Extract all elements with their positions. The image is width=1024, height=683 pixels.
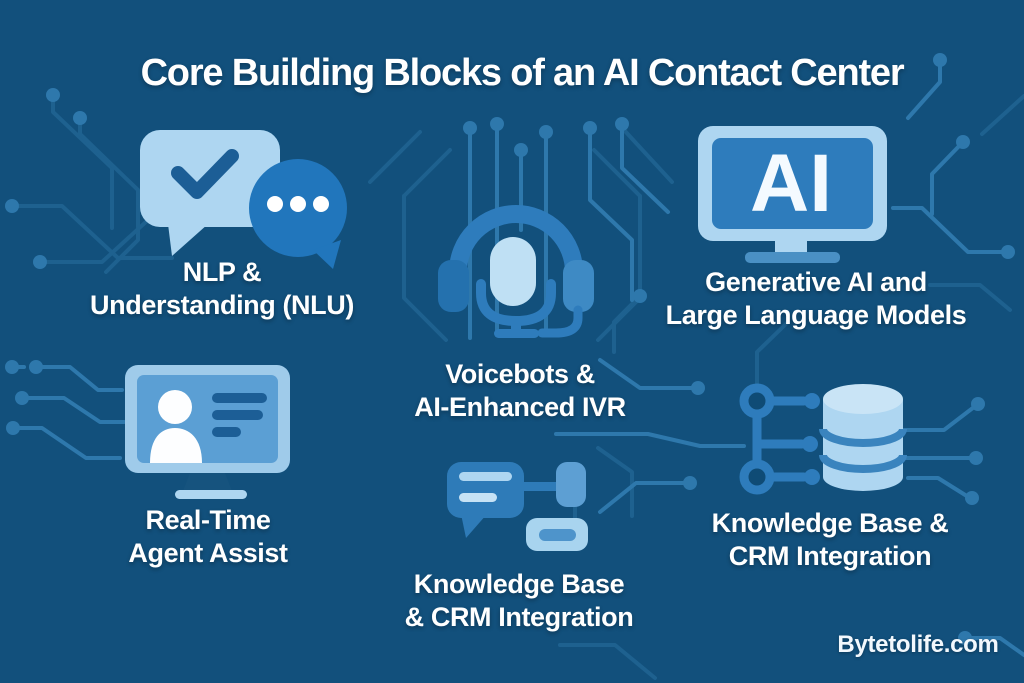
circuit-node-dots — [5, 53, 1015, 645]
chat-flowchart-icon — [447, 462, 588, 551]
database-nodes-icon — [739, 383, 907, 495]
label-agent-assist: Real-Time Agent Assist — [128, 505, 288, 568]
label-nlp-understanding: NLP & Understanding (NLU) — [90, 257, 354, 320]
label-knowledge-base-center: Knowledge Base & CRM Integration — [404, 569, 634, 632]
agent-monitor-icon — [125, 365, 290, 499]
label-voicebots-ivr: Voicebots & AI-Enhanced IVR — [414, 359, 626, 422]
headset-mic-icon — [438, 205, 594, 338]
page-title: Core Building Blocks of an AI Contact Ce… — [140, 52, 905, 94]
label-generative-ai: Generative AI and Large Language Models — [665, 267, 967, 330]
chat-check-icon — [140, 130, 347, 269]
ai-screen-text: AI — [750, 138, 832, 229]
watermark-site-url: Bytetolife.com — [837, 631, 999, 658]
ai-monitor-icon: AI — [698, 126, 887, 263]
label-knowledge-base-right: Knowledge Base & CRM Integration — [711, 508, 949, 571]
